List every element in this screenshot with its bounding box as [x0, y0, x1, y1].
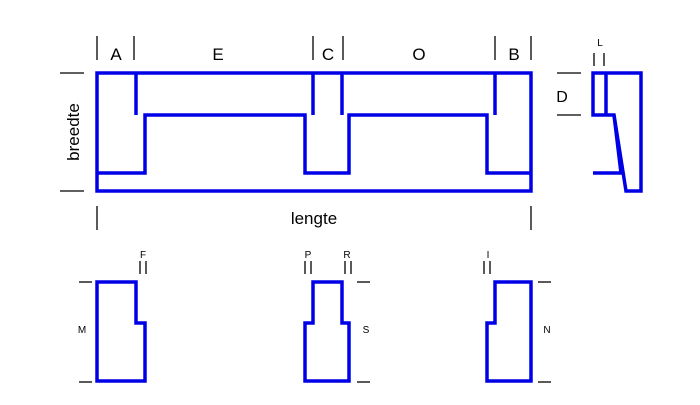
side-dimension-ticks	[557, 53, 605, 116]
side-outline	[591, 71, 643, 193]
label-f: F	[140, 250, 146, 261]
profile-left	[79, 261, 147, 383]
profile-middle	[303, 261, 370, 383]
label-n: N	[543, 325, 550, 336]
profile-right	[483, 261, 551, 383]
label-o: O	[412, 45, 425, 64]
profile-left-outline	[95, 280, 147, 383]
main-front-view	[95, 71, 533, 193]
profile-right-outline	[485, 280, 533, 383]
label-b: B	[508, 45, 519, 64]
label-e: E	[212, 45, 223, 64]
label-breedte: breedte	[64, 103, 83, 161]
label-i: I	[487, 250, 490, 261]
side-view	[591, 71, 643, 193]
label-a: A	[110, 45, 122, 64]
label-lengte: lengte	[291, 209, 337, 228]
main-outline	[95, 71, 533, 193]
lengte-dimension	[96, 206, 532, 230]
label-d: D	[556, 89, 568, 106]
label-s: S	[363, 325, 370, 336]
main-inner-profile	[97, 113, 531, 175]
profile-middle-outline	[303, 280, 351, 383]
label-r: R	[343, 250, 350, 261]
breedte-dimension	[60, 72, 84, 192]
side-inner-profile	[593, 114, 623, 175]
label-p: P	[305, 250, 312, 261]
label-l: L	[597, 38, 603, 49]
label-m: M	[78, 325, 86, 336]
label-c: C	[322, 45, 334, 64]
top-dimension-ticks	[96, 36, 532, 60]
